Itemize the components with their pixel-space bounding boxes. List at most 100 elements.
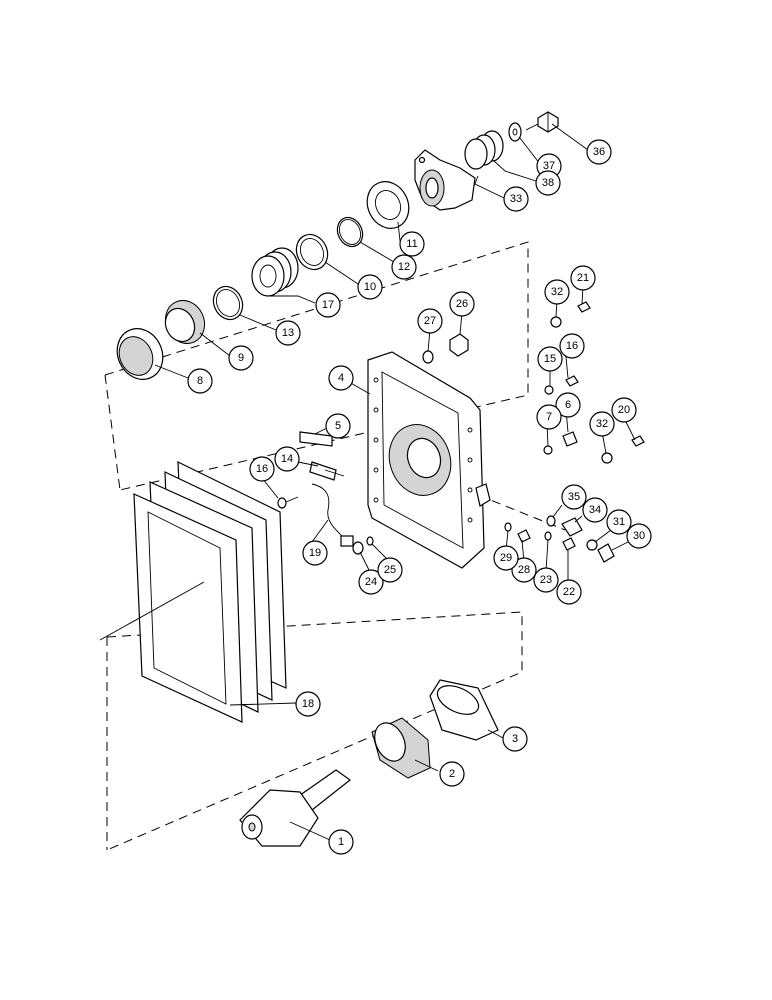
part-14-sensor-bracket — [309, 461, 345, 481]
part-2-bearing-cone — [371, 717, 431, 779]
callout-1: 1 — [328, 829, 354, 855]
part-10-ring — [295, 233, 329, 271]
part-31-washer — [586, 539, 598, 551]
callout-2: 2 — [439, 761, 465, 787]
callout-3: 3 — [502, 726, 528, 752]
part-11-thrust-washer — [366, 181, 410, 229]
callout-label-5: 5 — [335, 420, 341, 432]
callout-27: 27 — [417, 308, 443, 334]
part-36-bolt — [525, 111, 559, 133]
callout-label-18: 18 — [302, 698, 314, 710]
callout-8: 8 — [187, 368, 213, 394]
callout-label-20: 20 — [618, 404, 630, 416]
callout-label-4: 4 — [338, 372, 344, 384]
part-4-cover-plate — [367, 351, 491, 569]
callout-label-17: 17 — [322, 299, 334, 311]
callout-label-8: 8 — [197, 375, 203, 387]
part-18-gasket-stack — [99, 461, 287, 723]
part-1-pinion-shaft — [239, 769, 351, 847]
callout-label-2: 2 — [449, 768, 455, 780]
callout-26: 26 — [449, 291, 475, 317]
callout-4: 4 — [328, 365, 354, 391]
callout-12: 12 — [391, 254, 417, 280]
callout-label-15: 15 — [544, 353, 556, 365]
callout-23: 23 — [533, 567, 559, 593]
callout-33: 33 — [503, 186, 529, 212]
part-16-bolt-right — [565, 375, 579, 387]
callout-38: 38 — [535, 170, 561, 196]
callout-18: 18 — [295, 691, 321, 717]
callout-label-14: 14 — [281, 453, 293, 465]
callout-14: 14 — [274, 446, 300, 472]
callout-label-34: 34 — [589, 504, 601, 516]
callout-5: 5 — [325, 413, 351, 439]
callout-label-32-top: 32 — [551, 286, 563, 298]
callout-30: 30 — [626, 523, 652, 549]
callout-11: 11 — [399, 231, 425, 257]
part-26-plug — [449, 333, 469, 357]
callout-6: 6 — [555, 392, 581, 418]
callout-7: 7 — [536, 404, 562, 430]
callout-28: 28 — [511, 557, 537, 583]
callout-21: 21 — [570, 265, 596, 291]
callout-31: 31 — [606, 509, 632, 535]
leader-lines — [154, 123, 636, 841]
callout-9: 9 — [228, 345, 254, 371]
part-17-springs — [251, 247, 299, 297]
callout-29: 29 — [493, 545, 519, 571]
part-30-plug — [597, 543, 615, 563]
part-7-seal — [543, 445, 553, 455]
part-12-snap-ring — [336, 216, 364, 248]
part-24-connector — [352, 541, 364, 555]
callout-label-23: 23 — [540, 574, 552, 586]
callout-label-9: 9 — [238, 352, 244, 364]
callout-34: 34 — [582, 497, 608, 523]
part-32-washer-top — [550, 316, 562, 328]
callout-13: 13 — [275, 320, 301, 346]
part-22-bolt — [562, 537, 576, 551]
callout-10: 10 — [357, 274, 383, 300]
part-3-bearing-cup — [429, 679, 499, 741]
callout-label-10: 10 — [364, 281, 376, 293]
callout-label-38: 38 — [542, 177, 554, 189]
part-28-bolt — [517, 529, 531, 543]
callout-label-25: 25 — [384, 564, 396, 576]
callout-label-28: 28 — [518, 564, 530, 576]
part-29-washer — [504, 522, 512, 532]
part-9-bearing — [164, 300, 206, 344]
callout-label-32-lower: 32 — [596, 418, 608, 430]
callout-label-12: 12 — [398, 261, 410, 273]
part-5-bracket — [299, 431, 333, 447]
callout-label-1: 1 — [338, 836, 344, 848]
callout-label-31: 31 — [613, 516, 625, 528]
callout-label-19: 19 — [309, 547, 321, 559]
callout-25: 25 — [377, 557, 403, 583]
callout-label-7: 7 — [546, 411, 552, 423]
callouts: 1 2 3 4 5 6 7 8 9 10 11 12 13 14 15 16 1… — [187, 139, 652, 855]
callout-16-left: 16 — [249, 456, 275, 482]
part-19-wire-harness — [311, 483, 354, 547]
callout-label-3: 3 — [512, 733, 518, 745]
part-15-washer — [544, 385, 554, 395]
part-20-bolt — [631, 435, 645, 447]
part-21-bolt — [577, 301, 591, 313]
part-23-washer — [544, 531, 552, 541]
part-8-bearing-cup — [116, 328, 164, 380]
callout-19: 19 — [302, 540, 328, 566]
callout-32-top: 32 — [544, 279, 570, 305]
part-34-sleeve — [561, 517, 583, 537]
callout-label-11: 11 — [406, 238, 417, 250]
callout-label-30: 30 — [633, 530, 645, 542]
part-25-washer — [366, 536, 374, 546]
callout-16-right: 16 — [559, 333, 585, 359]
callout-15: 15 — [537, 346, 563, 372]
callout-22: 22 — [556, 579, 582, 605]
part-27-seal — [422, 350, 434, 364]
part-6-plug — [562, 431, 578, 447]
part-16-bolt-left — [277, 496, 299, 509]
callout-label-33: 33 — [510, 193, 522, 205]
callout-label-36: 36 — [593, 146, 605, 158]
callout-label-22: 22 — [563, 586, 575, 598]
part-13-ring — [212, 285, 244, 321]
